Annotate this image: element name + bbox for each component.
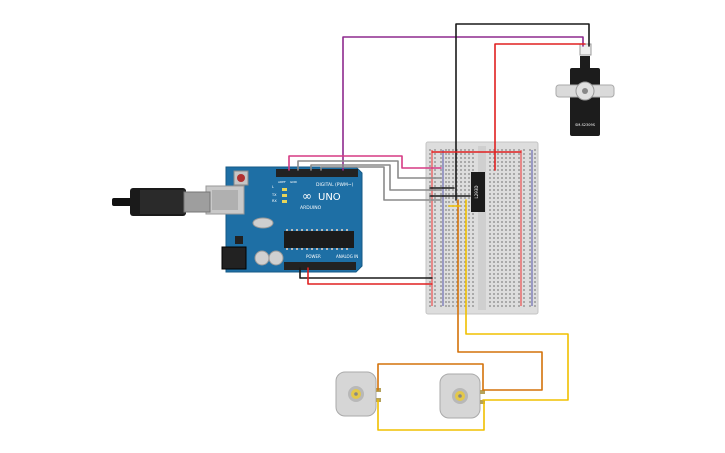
arduino-logo-symbol: ∞: [302, 189, 312, 203]
arduino-uno-board[interactable]: ∞ UNO ARDUINO DIGITAL (PWM~) POWER ANALO…: [205, 166, 363, 273]
gnd-label: GND: [290, 180, 298, 184]
digital-header-label: DIGITAL (PWM~): [316, 182, 354, 188]
arduino-model-label: UNO: [318, 192, 341, 203]
aref-label: AREF: [278, 180, 286, 184]
usb-cable[interactable]: [112, 188, 211, 216]
power-label: POWER: [306, 254, 321, 259]
servo-model-label: SM-S2309S: [575, 123, 596, 127]
wire-pink[interactable]: [288, 155, 442, 171]
wire-red-servo-power[interactable]: [494, 43, 586, 171]
wire-purple-servo-signal[interactable]: [342, 36, 584, 171]
wire-grey-2[interactable]: [310, 164, 442, 191]
wire-yellow-motor[interactable]: [465, 199, 569, 401]
wire-grey-1[interactable]: [297, 160, 442, 179]
wire-orange-motor[interactable]: [457, 199, 543, 391]
dc-motor-left[interactable]: [335, 371, 381, 417]
breadboard-holes: [429, 149, 536, 307]
breadboard[interactable]: [425, 141, 539, 315]
wire-black-ground[interactable]: [299, 267, 433, 279]
analog-label: ANALOG IN: [336, 254, 358, 259]
rx-led-label: RX: [272, 199, 277, 203]
wire-orange-motor-link[interactable]: [377, 363, 484, 391]
wire-grey-3[interactable]: [320, 166, 442, 201]
servo-motor[interactable]: SM-S2309S: [555, 56, 615, 136]
l293d-driver-chip[interactable]: L293D: [471, 172, 485, 212]
tx-led-label: TX: [271, 193, 277, 197]
arduino-logo-text: ARDUINO: [300, 205, 322, 211]
wire-yellow-motor-link[interactable]: [377, 399, 485, 431]
dc-motor-right[interactable]: [439, 373, 485, 419]
chip-pins: [286, 229, 348, 250]
wire-black-servo-ground[interactable]: [455, 23, 590, 201]
l-led-label: L: [272, 185, 274, 189]
wire-red-5v[interactable]: [307, 267, 433, 285]
driver-chip-label: L293D: [474, 186, 479, 199]
